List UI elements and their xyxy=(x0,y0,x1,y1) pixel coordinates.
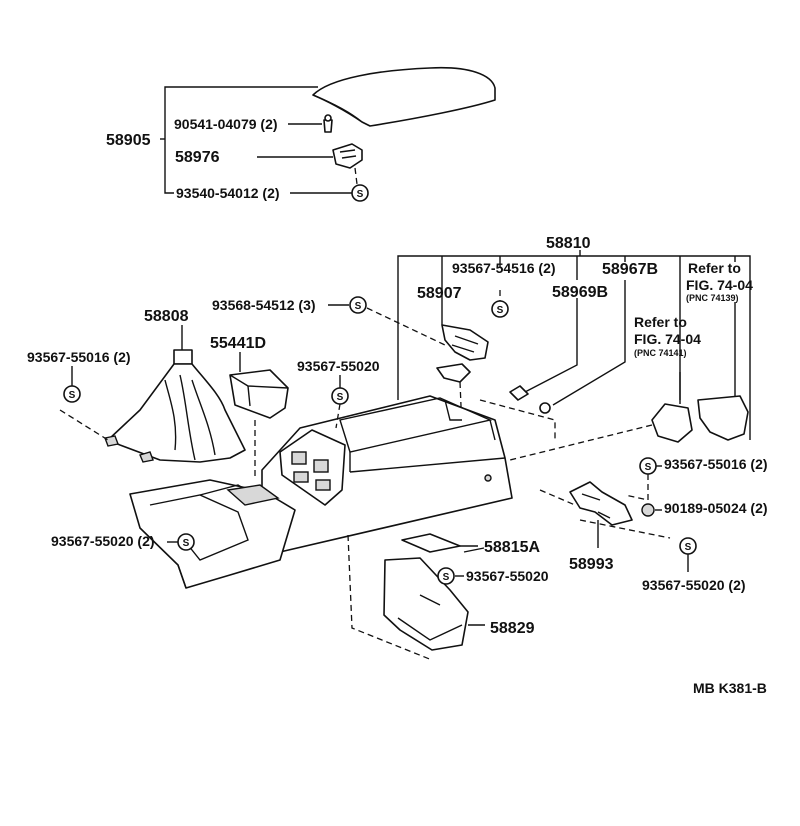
side-panel-left xyxy=(651,403,693,443)
label-93567-55020-mid: 93567-55020 xyxy=(466,568,549,584)
screw-icon: S xyxy=(351,184,369,202)
svg-text:S: S xyxy=(685,542,692,553)
front-tray xyxy=(129,479,296,589)
screw-icon: S xyxy=(491,300,509,318)
screw-icon: S xyxy=(331,387,349,405)
label-93540: 93540-54012 (2) xyxy=(176,185,280,201)
label-58967B: 58967B xyxy=(602,261,658,278)
label-93568: 93568-54512 (3) xyxy=(212,297,316,313)
svg-text:S: S xyxy=(497,305,504,316)
label-93567-55016-left: 93567-55016 (2) xyxy=(27,349,131,365)
svg-text:S: S xyxy=(183,538,190,549)
side-panel-right xyxy=(697,395,749,441)
svg-text:S: S xyxy=(357,189,364,200)
label-93567-55020-left: 93567-55020 (2) xyxy=(51,533,155,549)
label-90541: 90541-04079 (2) xyxy=(174,116,278,132)
label-58808: 58808 xyxy=(144,308,189,325)
svg-text:S: S xyxy=(355,301,362,312)
label-58976: 58976 xyxy=(175,149,220,166)
label-93567-55016-right: 93567-55016 (2) xyxy=(664,456,768,472)
label-refer2-a: Refer to xyxy=(634,314,687,330)
screw-icon: S xyxy=(177,533,195,551)
label-58829: 58829 xyxy=(490,620,535,637)
screw-icon: S xyxy=(679,537,697,555)
screw-icon: S xyxy=(437,567,455,585)
label-58969B: 58969B xyxy=(552,284,608,301)
label-58905: 58905 xyxy=(106,132,151,149)
svg-text:S: S xyxy=(645,462,652,473)
label-93567-55020-top: 93567-55020 xyxy=(297,358,380,374)
label-58993: 58993 xyxy=(569,556,614,573)
screw-icon: S xyxy=(349,296,367,314)
hinge-bracket xyxy=(332,143,363,169)
label-refer1-c: (PNC 74139) xyxy=(686,293,739,303)
bracket-58993 xyxy=(539,481,671,548)
label-58907: 58907 xyxy=(417,285,462,302)
label-refer2-c: (PNC 74141) xyxy=(634,348,687,358)
label-55441D: 55441D xyxy=(210,335,266,352)
footer-code: MB K381-B xyxy=(693,680,767,696)
ashtray xyxy=(229,352,289,480)
nut-icon xyxy=(641,503,655,517)
label-93567-55020-right: 93567-55020 (2) xyxy=(642,577,746,593)
svg-text:S: S xyxy=(337,392,344,403)
label-90189: 90189-05024 (2) xyxy=(664,500,768,516)
center-console xyxy=(261,395,513,553)
svg-text:S: S xyxy=(69,390,76,401)
label-58810: 58810 xyxy=(546,235,591,252)
label-refer1-a: Refer to xyxy=(688,260,741,276)
screw-icon: S xyxy=(63,385,81,403)
clip-icon xyxy=(323,119,333,133)
label-93567-54516: 93567-54516 (2) xyxy=(452,260,556,276)
bolt-icon xyxy=(509,385,529,401)
screw-icon: S xyxy=(639,457,657,475)
nut-icon xyxy=(539,402,551,414)
label-refer1-b: FIG. 74-04 xyxy=(686,277,753,293)
label-refer2-b: FIG. 74-04 xyxy=(634,331,701,347)
pocket-58829 xyxy=(383,557,485,651)
label-58815A: 58815A xyxy=(484,539,540,556)
pocket-cover xyxy=(401,533,478,553)
svg-text:S: S xyxy=(443,572,450,583)
armrest-group: S xyxy=(160,66,496,202)
bracket-plate xyxy=(436,363,471,383)
shift-boot xyxy=(104,325,246,463)
armrest-lid xyxy=(312,66,496,127)
shift-bracket xyxy=(441,324,489,361)
